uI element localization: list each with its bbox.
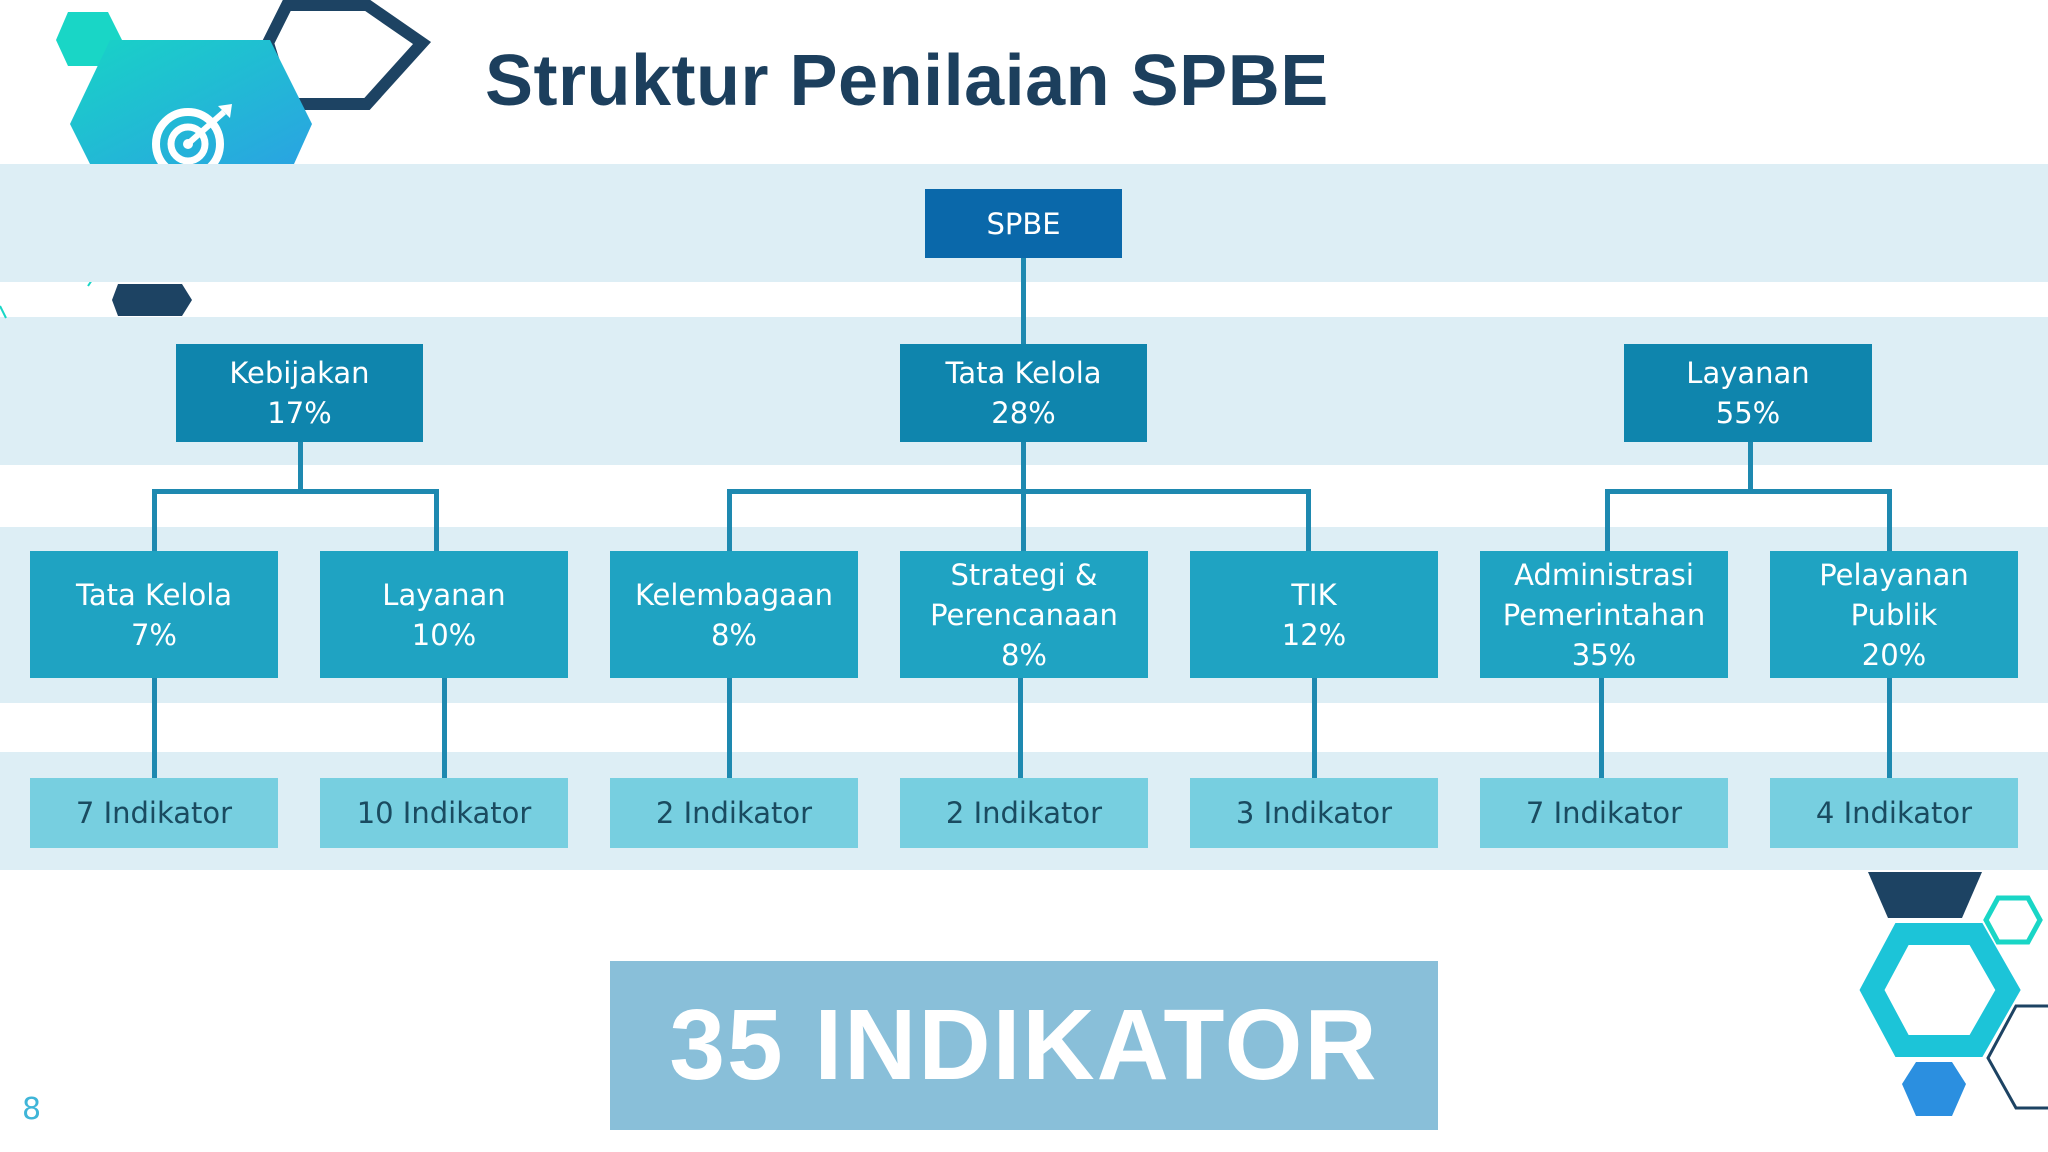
indicator-node: 3 Indikator <box>1190 778 1438 848</box>
indicator-label: 4 Indikator <box>1815 796 1973 830</box>
teal-hexagon-large-outline <box>1859 923 2021 1057</box>
target-icon <box>152 104 232 180</box>
gradient-hexagon <box>70 40 312 164</box>
indicator-node: 7 Indikator <box>30 778 278 848</box>
indicator-node: 7 Indikator <box>1480 778 1728 848</box>
domain-node-layanan: Layanan 55% <box>1624 344 1872 442</box>
indicator-label: 10 Indikator <box>356 796 532 830</box>
connector <box>1599 678 1604 778</box>
connector <box>1887 489 1892 551</box>
page-number: 8 <box>22 1092 42 1127</box>
connector <box>727 489 732 551</box>
aspect-label: TIK 12% <box>1281 577 1347 652</box>
connector <box>434 489 439 551</box>
aspect-label: Administrasi Pemerintahan 35% <box>1502 557 1706 672</box>
connector <box>1605 489 1610 551</box>
connector <box>727 489 1311 494</box>
connector <box>1605 489 1892 494</box>
connector <box>442 678 447 778</box>
connector <box>152 489 157 551</box>
aspect-node-strategi-perencanaan: Strategi & Perencanaan 8% <box>900 551 1148 678</box>
connector <box>727 678 732 778</box>
domain-weight: 55% <box>1715 396 1781 430</box>
indicator-label: 2 Indikator <box>945 796 1103 830</box>
aspect-node-administrasi-pemerintahan: Administrasi Pemerintahan 35% <box>1480 551 1728 678</box>
indicator-label: 3 Indikator <box>1235 796 1393 830</box>
aspect-node-kelembagaan: Kelembagaan 8% <box>610 551 858 678</box>
domain-weight: 17% <box>267 396 332 430</box>
indicator-node: 2 Indikator <box>610 778 858 848</box>
navy-hexagon-outline-small <box>1986 1004 2048 1110</box>
navy-small-hexagon <box>112 284 192 316</box>
domain-node-tata-kelola: Tata Kelola 28% <box>900 344 1147 442</box>
connector <box>1748 442 1753 492</box>
indicator-node: 10 Indikator <box>320 778 568 848</box>
aspect-node-tik: TIK 12% <box>1190 551 1438 678</box>
domain-node-kebijakan: Kebijakan 17% <box>176 344 423 442</box>
aspect-label: Tata Kelola 7% <box>75 577 233 652</box>
connector <box>1021 258 1026 344</box>
aspect-node-tata-kelola: Tata Kelola 7% <box>30 551 278 678</box>
indicator-label: 2 Indikator <box>655 796 813 830</box>
connector <box>1306 489 1311 551</box>
domain-name: Kebijakan <box>229 356 370 390</box>
aspect-node-pelayanan-publik: Pelayanan Publik 20% <box>1770 551 2018 678</box>
header-decoration <box>0 0 432 319</box>
root-label: SPBE <box>986 206 1061 241</box>
connector <box>298 442 303 492</box>
indicator-node: 2 Indikator <box>900 778 1148 848</box>
blue-hexagon <box>1902 1062 1966 1116</box>
indicator-node: 4 Indikator <box>1770 778 2018 848</box>
footer-decoration <box>1859 872 2048 1116</box>
page-title: Struktur Penilaian SPBE <box>485 41 1329 121</box>
aspect-label: Kelembagaan 8% <box>634 577 834 652</box>
aspect-label: Strategi & Perencanaan 8% <box>930 557 1118 672</box>
connector <box>1018 678 1023 778</box>
connector <box>1887 678 1892 778</box>
connector <box>1021 442 1026 551</box>
domain-weight: 28% <box>991 396 1056 430</box>
total-indicators-banner: 35 INDIKATOR <box>610 961 1438 1130</box>
connector <box>152 489 437 494</box>
aspect-label: Layanan 10% <box>382 577 506 652</box>
connector <box>1312 678 1317 778</box>
indicator-label: 7 Indikator <box>75 796 233 830</box>
total-indicators-text: 35 INDIKATOR <box>669 989 1379 1101</box>
connector <box>152 678 157 778</box>
domain-name: Layanan <box>1686 356 1810 390</box>
aspect-label: Pelayanan Publik 20% <box>1819 557 1969 672</box>
aspect-node-layanan: Layanan 10% <box>320 551 568 678</box>
navy-hexagon <box>1868 872 1982 918</box>
band-root-level-overlay <box>0 164 330 282</box>
indicator-label: 7 Indikator <box>1525 796 1683 830</box>
root-node-spbe: SPBE <box>925 189 1122 258</box>
teal-hexagon-outline <box>1983 895 2043 945</box>
domain-name: Tata Kelola <box>945 356 1102 390</box>
